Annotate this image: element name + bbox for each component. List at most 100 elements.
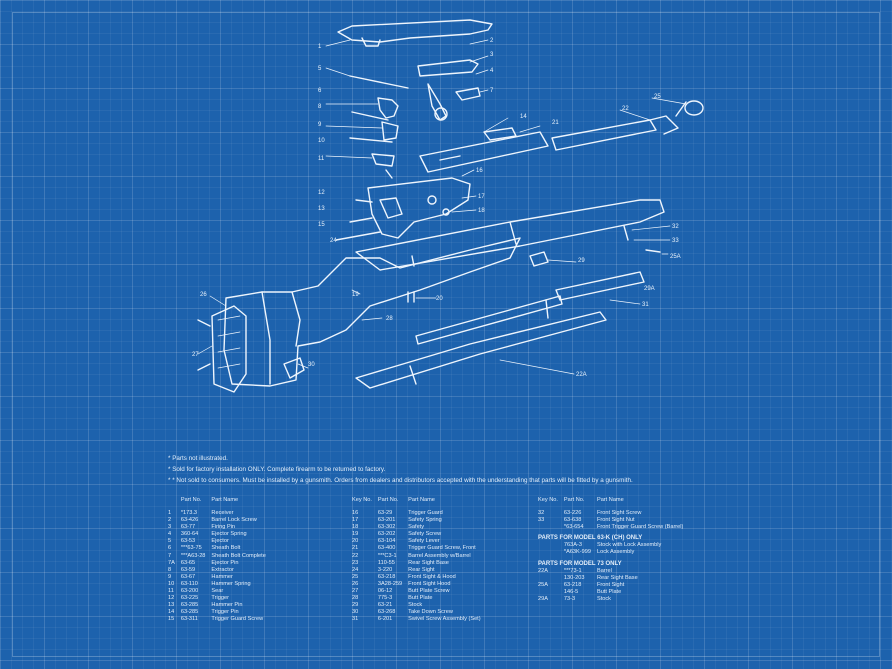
- part-no: 110-55: [377, 559, 395, 566]
- key-no: 10: [168, 580, 175, 587]
- key-no: 25: [352, 573, 359, 580]
- callout-22: 22: [622, 106, 629, 112]
- part-no: 63-21: [377, 602, 393, 609]
- part-no: 63-311: [180, 616, 198, 623]
- key-no: 33: [538, 517, 545, 524]
- table-row: 12 63-225 Trigger: [168, 595, 272, 602]
- part-no: 63-53: [180, 538, 196, 545]
- part-no: 360-64: [180, 531, 199, 538]
- part-name: Front Sight Hood: [408, 580, 451, 587]
- part-name: Barrel: [596, 567, 612, 574]
- key-no: 3: [168, 524, 172, 531]
- key-no: 1: [168, 510, 172, 516]
- part-name: Lock Assembly: [596, 549, 635, 556]
- part-name: Receiver: [211, 510, 234, 516]
- callout-22a: 22A: [576, 372, 587, 378]
- part-name: Butt Plate: [408, 595, 433, 602]
- rifle-stock: [223, 237, 521, 387]
- callout-25a: 25A: [670, 254, 681, 260]
- callout-9: 9: [318, 122, 322, 128]
- part-no: 63-218: [563, 581, 582, 588]
- part-no: 130-203: [563, 574, 585, 581]
- callout-31: 31: [642, 302, 649, 308]
- part-name: Trigger: [211, 595, 229, 602]
- part-no: 63-268: [377, 609, 396, 616]
- part-name: Hammer Pin: [211, 602, 243, 609]
- callout-15: 15: [318, 222, 325, 228]
- part-name: Front Trigger Guard Screw (Barrel): [596, 524, 684, 531]
- key-no: 27: [352, 588, 359, 595]
- part-name: Safety: [408, 524, 425, 531]
- key-no: 22A: [538, 567, 548, 574]
- key-no: 18: [352, 524, 359, 531]
- callout-7: 7: [490, 88, 494, 94]
- callout-14: 14: [520, 114, 527, 120]
- part-no: 73-3: [563, 596, 576, 603]
- key-no: 4: [168, 531, 172, 538]
- part-no: 63-202: [377, 531, 396, 538]
- part-name: Hammer Spring: [211, 580, 251, 587]
- key-no: 28: [352, 595, 359, 602]
- part-name: Sheath Bolt: [211, 545, 241, 552]
- col-key: Key No.: [538, 497, 558, 503]
- section-heading-row: PARTS FOR MODEL 73 ONLY: [538, 557, 689, 568]
- part-no: 775-3: [377, 595, 393, 602]
- part-no: ***C3-1: [377, 552, 397, 559]
- callout-16: 16: [476, 168, 483, 174]
- part-name: Hammer: [211, 573, 233, 580]
- callout-28: 28: [386, 316, 393, 322]
- part-no: 63-65: [180, 559, 196, 566]
- barrel-lower: [415, 295, 563, 345]
- part-name: Take Down Screw: [408, 609, 453, 616]
- part-name: Trigger Guard Screw, Front: [408, 545, 476, 552]
- part-no: 63-638: [563, 517, 582, 524]
- key-no: 15: [168, 616, 175, 623]
- part-name: Swivel Screw Assembly (Set): [408, 616, 481, 623]
- key-no: 16: [352, 510, 359, 516]
- callout-32: 32: [672, 224, 679, 230]
- key-no: 7: [168, 552, 172, 559]
- callout-27: 27: [192, 352, 199, 358]
- part-no: 06-12: [377, 588, 393, 595]
- callout-17: 17: [478, 194, 485, 200]
- receiver-part: [337, 19, 493, 43]
- key-no: 6: [168, 545, 172, 552]
- part-name: Ejector Pin: [211, 559, 239, 566]
- key-no: 12: [168, 595, 175, 602]
- key-no: 29: [352, 602, 359, 609]
- key-no: 26: [352, 580, 359, 587]
- part-no: 63-225: [180, 595, 199, 602]
- col-part-no: Part No.: [180, 497, 202, 503]
- callout-5: 5: [318, 66, 322, 72]
- key-no: 23: [352, 559, 359, 566]
- part-name: Stock: [596, 596, 611, 603]
- section-heading: PARTS FOR MODEL 63-K (CH) ONLY: [538, 535, 643, 542]
- part-name: Barrel Assembly w/Barrel: [408, 552, 471, 559]
- part-no: 63-29: [377, 510, 393, 516]
- callout-33: 33: [672, 238, 679, 244]
- key-no: 14: [168, 609, 175, 616]
- callout-18: 18: [478, 208, 485, 214]
- part-no: 63-104: [377, 538, 396, 545]
- col-part-no: Part No.: [563, 497, 585, 503]
- section-heading-row: PARTS FOR MODEL 63-K (CH) ONLY: [538, 531, 689, 542]
- part-name: Front Sight & Hood: [408, 573, 456, 580]
